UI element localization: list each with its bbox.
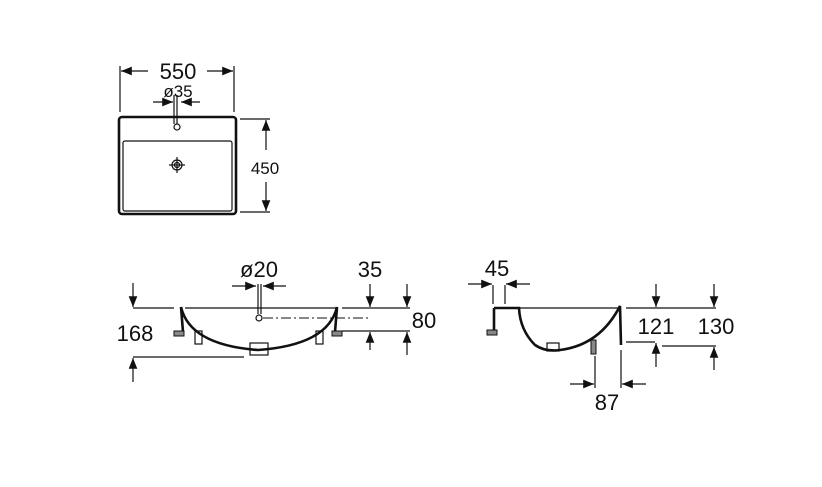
fixing-height-label: 80 <box>412 308 436 333</box>
top-view: 550 ø35 450 <box>117 59 279 216</box>
wall-offset-label: 45 <box>485 256 509 281</box>
front-view: ø20 35 168 80 <box>117 257 436 382</box>
waste-outlet-side <box>546 342 560 352</box>
overflow-height-label: 35 <box>358 257 382 282</box>
height-b-label: 130 <box>698 314 735 339</box>
bowl-outline <box>122 140 233 212</box>
side-view: 45 121 130 87 <box>468 256 734 415</box>
waste-offset-label: 87 <box>595 390 619 415</box>
drain-icon <box>169 157 185 173</box>
overflow-hole <box>255 314 263 322</box>
height-a-label: 121 <box>638 314 675 339</box>
width-label: 550 <box>160 59 197 84</box>
side-profile <box>492 305 623 352</box>
bracket-left <box>173 330 185 337</box>
bowl-profile <box>179 306 339 352</box>
tap-hole-label: ø35 <box>163 82 192 101</box>
bracket-right <box>331 330 343 337</box>
overflow-label: ø20 <box>240 257 278 282</box>
waste-outlet <box>249 342 269 356</box>
tap-hole <box>173 123 181 131</box>
total-height-label: 168 <box>117 321 154 346</box>
depth-label: 450 <box>251 159 279 178</box>
